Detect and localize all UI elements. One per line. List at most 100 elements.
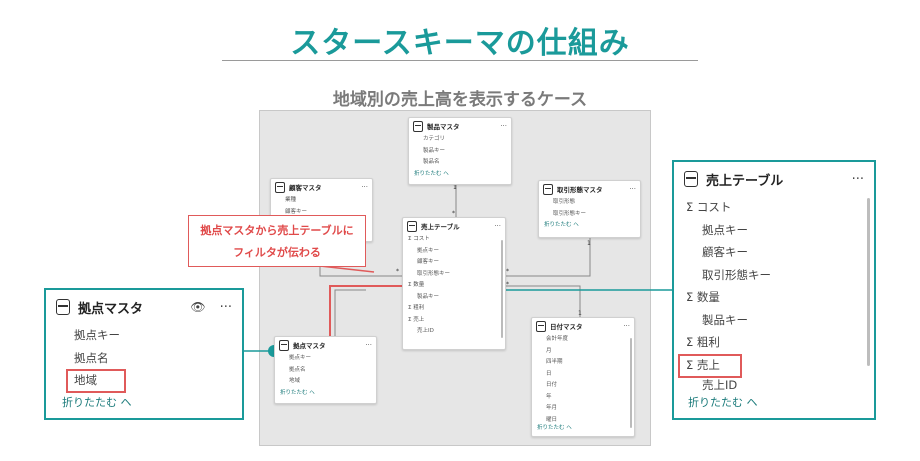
callout-line-1: 拠点マスタから売上テーブルに [200,224,354,237]
page-subtitle: 地域別の売上高を表示するケース [332,90,588,110]
callout-connector [319,265,375,273]
filter-arrow [329,285,402,338]
field-row[interactable]: 顧客キー [702,245,748,259]
more-icon[interactable]: ··· [494,222,501,230]
field-row[interactable]: Σ 粗利 [686,335,720,349]
field-row[interactable]: カテゴリ [423,136,446,142]
table-card-base[interactable]: 拠点マスタ ··· 拠点キー 拠点名 地域 折りたたむ ヘ [274,336,377,404]
field-row-sales[interactable]: Σ 売上 [686,357,720,372]
field-row[interactable]: 地域 [289,378,301,384]
field-row[interactable]: 顧客キー [417,259,440,265]
table-name: 拠点マスタ [293,342,326,350]
field-row[interactable]: 四半期 [546,359,563,365]
field-row[interactable]: 製品キー [702,312,748,327]
field-row[interactable]: 日付 [546,382,558,388]
table-card-date[interactable]: 日付マスタ ··· 会計年度 月 四半期 日 日付 年 年月 曜日 折りたたむ ヘ [531,317,635,437]
more-icon[interactable]: ··· [629,185,636,193]
field-row-region[interactable]: 地域 [74,373,97,387]
field-row[interactable]: 取引形態キー [702,267,771,282]
collapse-link[interactable]: 折りたたむ ヘ [62,395,132,409]
database-icon [407,220,417,232]
more-icon[interactable]: ··· [219,299,232,315]
highlight-sales [678,354,742,378]
field-row[interactable]: 売上ID [702,378,738,392]
field-row[interactable]: 拠点キー [289,355,312,361]
card-label-many-deal: * [506,268,509,275]
callout-line-2: フィルタが伝わる [233,246,321,259]
field-row[interactable]: Σ コスト [408,236,430,242]
zoom-card-sales[interactable]: 売上テーブル ··· Σ コスト 拠点キー 顧客キー 取引形態キー Σ 数量 製… [672,160,876,420]
title-divider [222,60,698,61]
field-row[interactable]: 拠点キー [417,247,440,254]
database-icon [536,320,546,332]
more-icon[interactable]: ··· [623,322,630,330]
table-name: 製品マスタ [427,123,460,131]
more-icon[interactable]: ··· [361,183,368,191]
card-label-one-deal: 1 [587,240,591,247]
card-label-many-product: * [452,210,455,217]
database-icon [275,181,285,193]
filter-callout: 拠点マスタから売上テーブルに フィルタが伝わる [188,215,366,267]
collapse-link[interactable]: 折りたたむ ヘ [414,170,449,177]
field-row[interactable]: 業種 [285,197,297,203]
collapse-link[interactable]: 折りたたむ ヘ [537,425,572,431]
table-card-deal[interactable]: 取引形態マスタ ··· 取引形態 取引形態キー 折りたたむ ヘ [538,180,641,238]
field-row[interactable]: 月 [546,347,552,354]
field-row[interactable]: 製品名 [423,159,440,165]
field-row[interactable]: 取引形態 [553,199,576,205]
field-row[interactable]: 拠点キー [702,222,748,237]
database-icon [279,339,289,351]
field-row[interactable]: 製品キー [417,293,440,300]
eye-icon[interactable]: 👁 [190,300,206,314]
rel-deal-sales [505,238,591,277]
table-card-sales[interactable]: 売上テーブル ··· Σ コスト 拠点キー 顧客キー 取引形態キー Σ 数量 製品… [402,217,506,350]
table-name: 売上テーブル [421,223,460,231]
more-icon[interactable]: ··· [500,122,507,130]
field-row[interactable]: 日 [546,370,552,377]
more-icon[interactable]: ··· [365,341,372,349]
rel-base-sales [334,289,366,338]
field-row[interactable]: 拠点名 [74,350,109,365]
more-icon[interactable]: ··· [851,171,864,187]
database-icon [56,299,70,315]
card-label-many-date: * [506,281,509,288]
field-row[interactable]: Σ 数量 [408,282,425,288]
field-row[interactable]: Σ 数量 [686,290,720,304]
collapse-link[interactable]: 折りたたむ ヘ [688,396,758,409]
field-row[interactable]: 顧客キー [285,208,308,215]
field-row[interactable]: 取引形態キー [417,270,451,277]
collapse-link[interactable]: 折りたたむ ヘ [544,222,579,228]
field-row[interactable]: Σ 売上 [408,316,425,323]
page-title: スタースキーマの仕組み [290,26,630,61]
zoom-table-name: 拠点マスタ [78,301,144,317]
table-name: 日付マスタ [550,323,583,331]
database-icon [543,183,553,195]
database-icon [684,171,698,187]
field-row[interactable]: 曜日 [546,416,558,423]
table-name: 取引形態マスタ [557,186,603,194]
card-label-one-product: 1 [453,184,457,191]
field-row[interactable]: 年月 [546,405,558,411]
collapse-link[interactable]: 折りたたむ ヘ [280,389,315,396]
field-row[interactable]: 会計年度 [546,336,569,342]
database-icon [413,120,423,132]
field-row[interactable]: 拠点キー [74,328,120,342]
rel-date-sales [505,285,581,318]
scrollbar[interactable] [867,198,870,366]
card-label-many-customer: * [396,268,399,275]
card-label-one-date: 1 [578,310,582,317]
highlight-region [66,369,126,393]
zoom-card-base[interactable]: 拠点マスタ 👁 ··· 拠点キー 拠点名 地域 折りたたむ ヘ [44,288,244,420]
scrollbar[interactable] [501,240,503,338]
field-row[interactable]: 製品キー [423,147,446,154]
field-row[interactable]: Σ 粗利 [408,305,425,311]
table-name: 顧客マスタ [289,184,322,192]
field-row[interactable]: 拠点名 [289,366,306,373]
field-row[interactable]: 売上ID [417,328,434,334]
field-row[interactable]: 年 [546,393,552,400]
scrollbar[interactable] [630,338,632,428]
field-row[interactable]: 取引形態キー [553,210,587,217]
table-card-product[interactable]: 製品マスタ ··· カテゴリ 製品キー 製品名 折りたたむ ヘ [408,117,512,185]
zoom-table-name: 売上テーブル [706,173,784,189]
field-row[interactable]: Σ コスト [686,200,732,214]
